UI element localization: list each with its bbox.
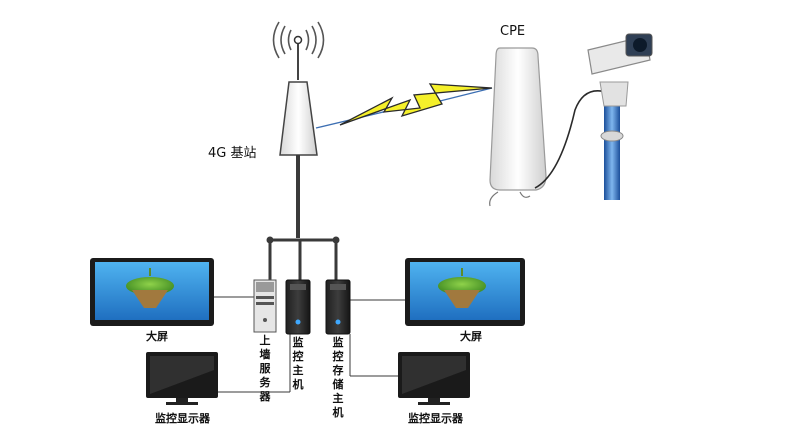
base-station — [272, 21, 325, 238]
monitor-icon — [146, 352, 218, 405]
server-tower-icon — [253, 279, 277, 333]
wall-server-label: 上墙服务器 — [259, 334, 271, 403]
signal-waves-icon — [272, 21, 325, 59]
tv-screen-icon — [90, 258, 214, 326]
monitor-display-right-label: 监控显示器 — [408, 412, 463, 425]
antenna-icon — [279, 35, 318, 238]
cpe-device-icon — [489, 47, 607, 207]
monitor-display-left-label: 监控显示器 — [155, 412, 210, 425]
lightning-bolt-icon — [339, 83, 493, 126]
storage-host-label: 监控存储主机 — [332, 336, 344, 419]
server-tower-icon — [285, 279, 311, 335]
base-station-label: 4G 基站 — [208, 146, 257, 161]
monitor-host-label: 监控主机 — [292, 336, 304, 391]
wireless-link — [315, 83, 493, 129]
server-tower-icon — [325, 279, 351, 335]
cpe-label: CPE — [500, 24, 526, 39]
network-cabling — [214, 236, 406, 393]
surveillance-camera-icon — [587, 33, 653, 200]
big-screen-left-label: 大屏 — [146, 330, 168, 343]
big-screen-right-label: 大屏 — [460, 330, 482, 343]
monitor-icon — [398, 352, 470, 405]
tv-screen-icon — [405, 258, 525, 326]
